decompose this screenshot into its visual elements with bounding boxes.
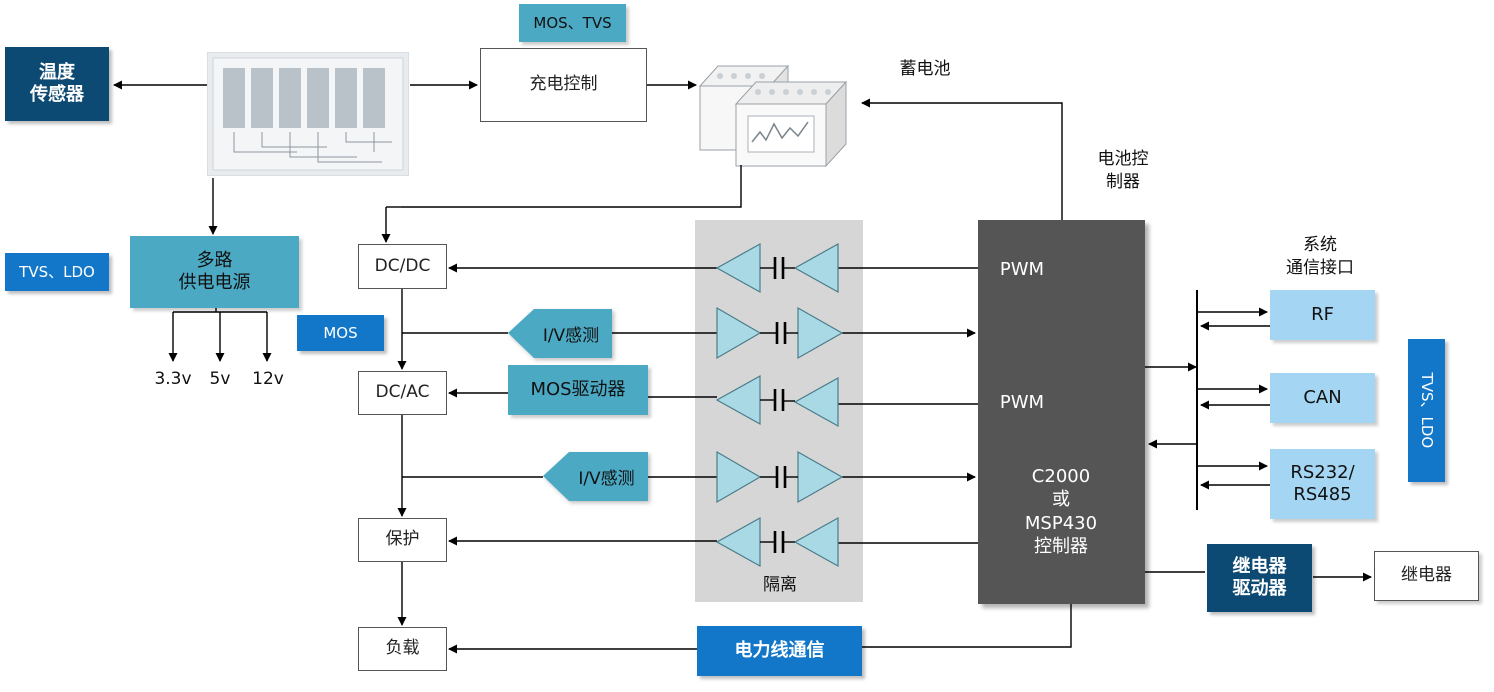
battery-icon bbox=[696, 58, 860, 168]
mos-driver-box: MOS驱动器 bbox=[508, 365, 648, 415]
rf-box: RF bbox=[1270, 290, 1375, 340]
dcdc-box: DC/DC bbox=[358, 244, 447, 289]
iv-sense-1: I/V感测 bbox=[508, 309, 612, 358]
tvs-ldo-left-box: TVS、LDO bbox=[5, 253, 109, 291]
voltage-5v: 5v bbox=[209, 369, 231, 389]
tvs-ldo-right-label: TVS、LDO bbox=[1417, 372, 1436, 449]
temp-sensor-box: 温度 传感器 bbox=[5, 47, 109, 121]
plc-box: 电力线通信 bbox=[697, 626, 862, 676]
iv-sense-2: I/V感测 bbox=[543, 452, 648, 501]
voltage-12v: 12v bbox=[252, 369, 284, 389]
capacitor-icon bbox=[760, 257, 798, 553]
protection-box: 保护 bbox=[358, 518, 447, 562]
battery-controller-label: 电池控 制器 bbox=[1097, 149, 1149, 192]
can-box: CAN bbox=[1270, 373, 1375, 423]
tvs-ldo-right-box: TVS、LDO bbox=[1408, 339, 1445, 482]
load-box: 负载 bbox=[358, 627, 447, 671]
iv-sense-1-label: I/V感测 bbox=[542, 326, 600, 346]
mos-box: MOS bbox=[297, 315, 384, 351]
dcac-box: DC/AC bbox=[358, 371, 447, 415]
mcu-block bbox=[978, 220, 1145, 604]
iv-sense-2-label: I/V感测 bbox=[578, 469, 635, 489]
rs-box: RS232/ RS485 bbox=[1270, 449, 1375, 519]
buffer-triangle-icon bbox=[716, 450, 844, 504]
buffer-triangle-icon bbox=[715, 516, 839, 568]
voltage-3v3: 3.3v bbox=[154, 369, 192, 389]
multi-power-box: 多路 供电电源 bbox=[130, 236, 299, 308]
relay-box: 继电器 bbox=[1374, 551, 1479, 601]
pwm-2-label: PWM bbox=[999, 392, 1045, 413]
buffer-triangle-icon bbox=[715, 374, 839, 428]
solar-panel-icon bbox=[206, 51, 410, 177]
mcu-label: C2000 或 MSP430 控制器 bbox=[1024, 466, 1098, 558]
sys-comm-label: 系统 通信接口 bbox=[1286, 235, 1354, 278]
pwm-1-label: PWM bbox=[999, 259, 1045, 280]
battery-label: 蓄电池 bbox=[899, 59, 951, 79]
mos-tvs-box: MOS、TVS bbox=[519, 4, 626, 42]
isolation-label: 隔离 bbox=[763, 575, 797, 595]
charge-control-box: 充电控制 bbox=[480, 48, 647, 122]
relay-driver-box: 继电器 驱动器 bbox=[1207, 544, 1312, 612]
buffer-triangle-icon bbox=[715, 242, 839, 294]
buffer-triangle-icon bbox=[716, 306, 844, 360]
